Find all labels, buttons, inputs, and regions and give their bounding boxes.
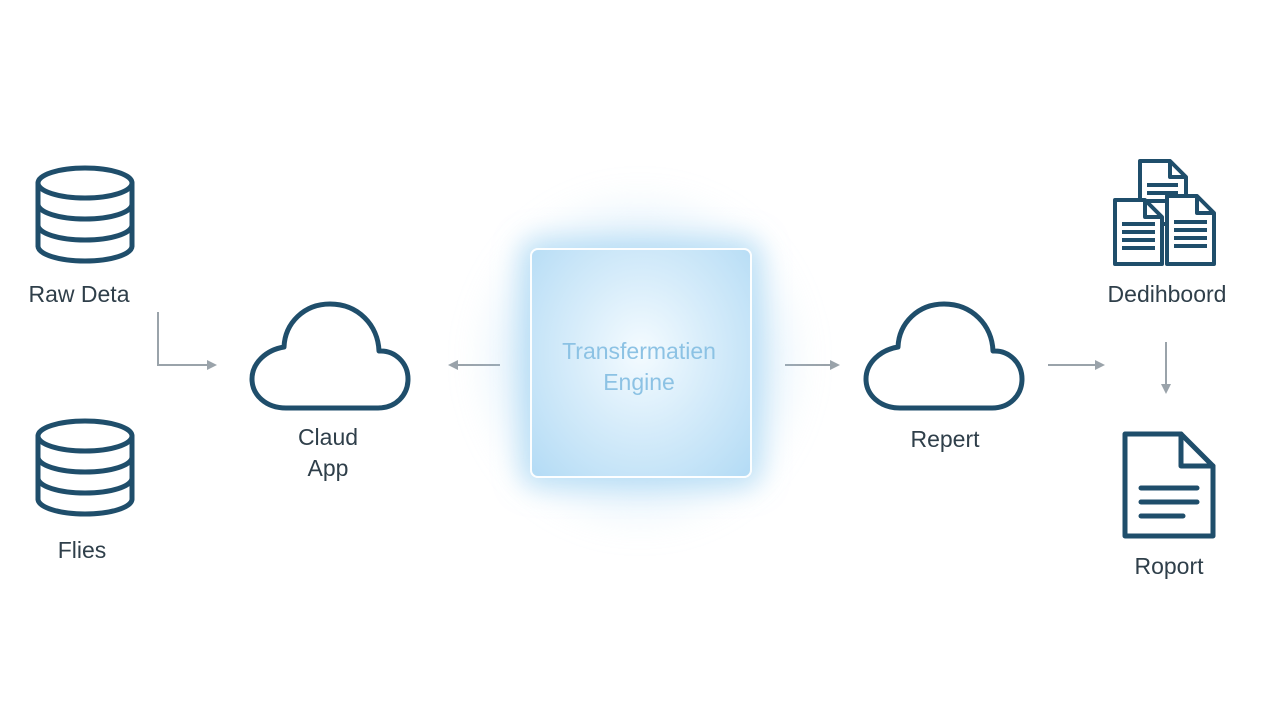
database-icon — [33, 417, 137, 519]
database-icon — [33, 164, 137, 266]
cloud-app-label-line1: Claud — [297, 424, 359, 450]
cloud-icon — [862, 300, 1026, 412]
dashboard-label: Dedihboord — [1107, 281, 1227, 307]
files-label: Flies — [57, 537, 107, 563]
cloud-app-label-line2: App — [307, 455, 349, 481]
transformation-engine-box — [530, 248, 752, 478]
raw-data-label: Raw Deta — [28, 281, 130, 307]
cloud-icon — [248, 300, 412, 412]
arrow-raw-data-to-cloud-app — [157, 312, 217, 370]
engine-label-line1: Transfermatien — [562, 338, 716, 364]
report-doc-label: Roport — [1134, 553, 1204, 579]
report-cloud-label: Repert — [910, 426, 980, 452]
engine-label-line2: Engine — [603, 369, 675, 395]
documents-stack-icon — [1110, 158, 1220, 268]
document-icon — [1119, 430, 1219, 542]
